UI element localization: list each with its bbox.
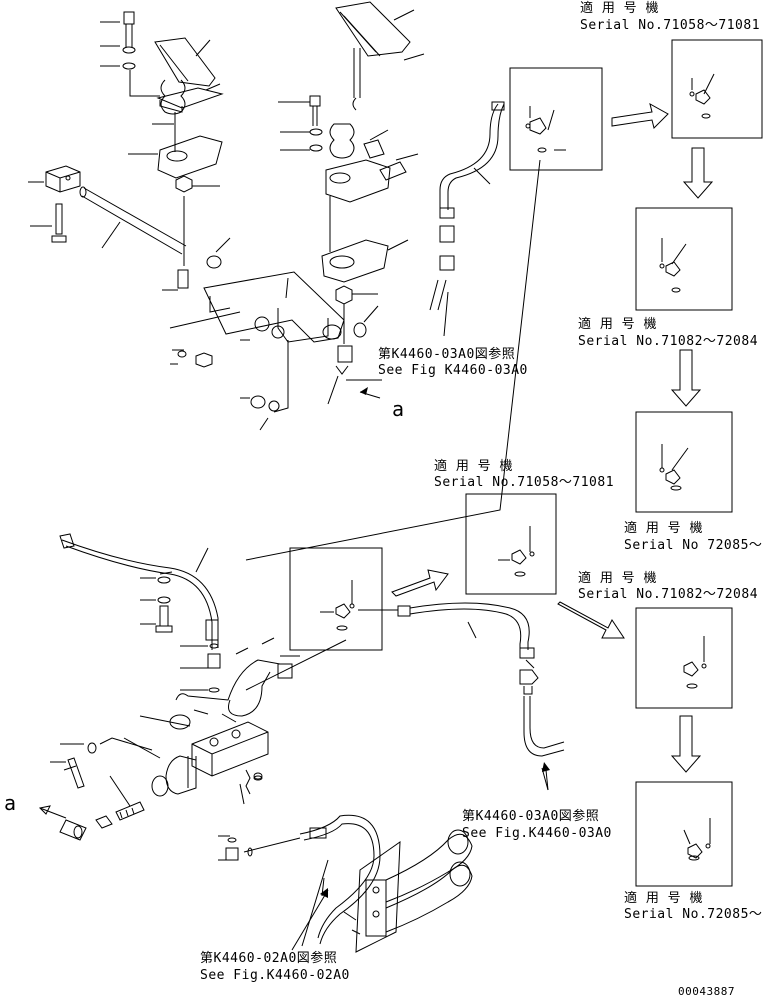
svg-text:Serial No.71058～71081: Serial No.71058～71081: [434, 475, 614, 490]
svg-text:適 用 号 機: 適 用 号 機: [578, 316, 657, 332]
top-hose-assembly: [429, 101, 505, 337]
nut-parts: [162, 175, 231, 291]
center-column-parts: [327, 285, 382, 405]
serial-box-6: [635, 781, 733, 887]
detail-box-lower: [289, 547, 383, 651]
lower-left-parts: [140, 576, 221, 693]
svg-text:See Fig.K4460-02A0: See Fig.K4460-02A0: [200, 968, 350, 983]
svg-text:適 用 号 機: 適 用 号 機: [434, 458, 513, 474]
detail-box-middle: [465, 493, 557, 595]
serial-box-1: [671, 39, 763, 139]
master-cylinder: [123, 709, 269, 797]
svg-text:適 用 号 機: 適 用 号 機: [578, 570, 657, 586]
svg-text:適 用 号 機: 適 用 号 機: [624, 890, 703, 906]
reference-label-3: 第K4460-02A0図参照 See Fig.K4460-02A0: [200, 950, 350, 983]
pointer-arrows: [291, 387, 550, 951]
detail-box-top-contents: [245, 106, 566, 561]
serial-label-2: 適 用 号 機 Serial No.71082～72084: [578, 316, 758, 349]
marker-a-right: a: [392, 397, 405, 421]
serial-label-6: 適 用 号 機 Serial No.72085～: [624, 890, 762, 922]
svg-text:適 用 号 機: 適 用 号 機: [624, 520, 703, 536]
serial-box-3: [635, 411, 733, 513]
marker-a-left: a: [4, 791, 17, 815]
serial-label-4: 適 用 号 機 Serial No.71058～71081: [434, 458, 614, 490]
serial-box-2-contents: [659, 238, 687, 293]
lower-left-hose: [59, 533, 219, 650]
serial-box-5-contents: [683, 636, 707, 689]
svg-text:See Fig.K4460-03A0: See Fig.K4460-03A0: [462, 826, 612, 841]
middle-hose: [358, 602, 565, 791]
reference-label-1: 第K4460-03A0図参照 See Fig K4460-03A0: [378, 346, 528, 378]
flow-arrows: [391, 103, 714, 773]
lower-fittings: [38, 775, 145, 841]
right-pedal-assembly: [278, 1, 425, 283]
cross-shaft: [169, 271, 345, 351]
serial-box-5: [635, 607, 733, 709]
drawing-number: 00043887: [678, 985, 735, 998]
serial-label-3: 適 用 号 機 Serial No 72085～: [624, 520, 762, 553]
serial-label-1: 適 用 号 機 Serial No.71058～71081: [580, 0, 760, 33]
svg-text:適 用 号 機: 適 用 号 機: [580, 0, 659, 16]
svg-text:Serial No 72085～: Serial No 72085～: [624, 538, 762, 553]
serial-box-2: [635, 207, 733, 311]
serial-box-1-contents: [689, 73, 715, 119]
reference-label-2: 第K4460-03A0図参照 See Fig.K4460-03A0: [462, 808, 612, 841]
left-pedal-assembly: [100, 11, 224, 179]
wiring-harness: [169, 637, 300, 730]
svg-text:See Fig K4460-03A0: See Fig K4460-03A0: [378, 363, 528, 378]
svg-text:Serial No.72085～: Serial No.72085～: [624, 907, 762, 922]
cylinder-bolts: [50, 737, 153, 789]
serial-box-3-contents: [659, 444, 689, 491]
svg-text:Serial No.71082～72084: Serial No.71082～72084: [578, 587, 758, 602]
brake-valve-assembly: [299, 814, 473, 953]
detail-box-top: [509, 67, 603, 171]
svg-text:第K4460-02A0図参照: 第K4460-02A0図参照: [200, 950, 337, 966]
detail-box-lower-contents: [245, 580, 355, 691]
lower-fitting-small: [218, 772, 301, 861]
svg-text:Serial No.71082～72084: Serial No.71082～72084: [578, 334, 758, 349]
serial-box-6-contents: [683, 818, 711, 861]
linkage-rod: [79, 186, 187, 255]
detail-box-middle-contents: [498, 526, 535, 577]
svg-text:Serial No.71058～71081: Serial No.71058～71081: [580, 18, 760, 33]
svg-text:第K4460-03A0図参照: 第K4460-03A0図参照: [378, 346, 515, 362]
lower-fasteners: [170, 316, 289, 431]
serial-label-5: 適 用 号 機 Serial No.71082～72084: [578, 570, 758, 602]
svg-text:第K4460-03A0図参照: 第K4460-03A0図参照: [462, 808, 599, 824]
clamp-block: [28, 165, 81, 243]
